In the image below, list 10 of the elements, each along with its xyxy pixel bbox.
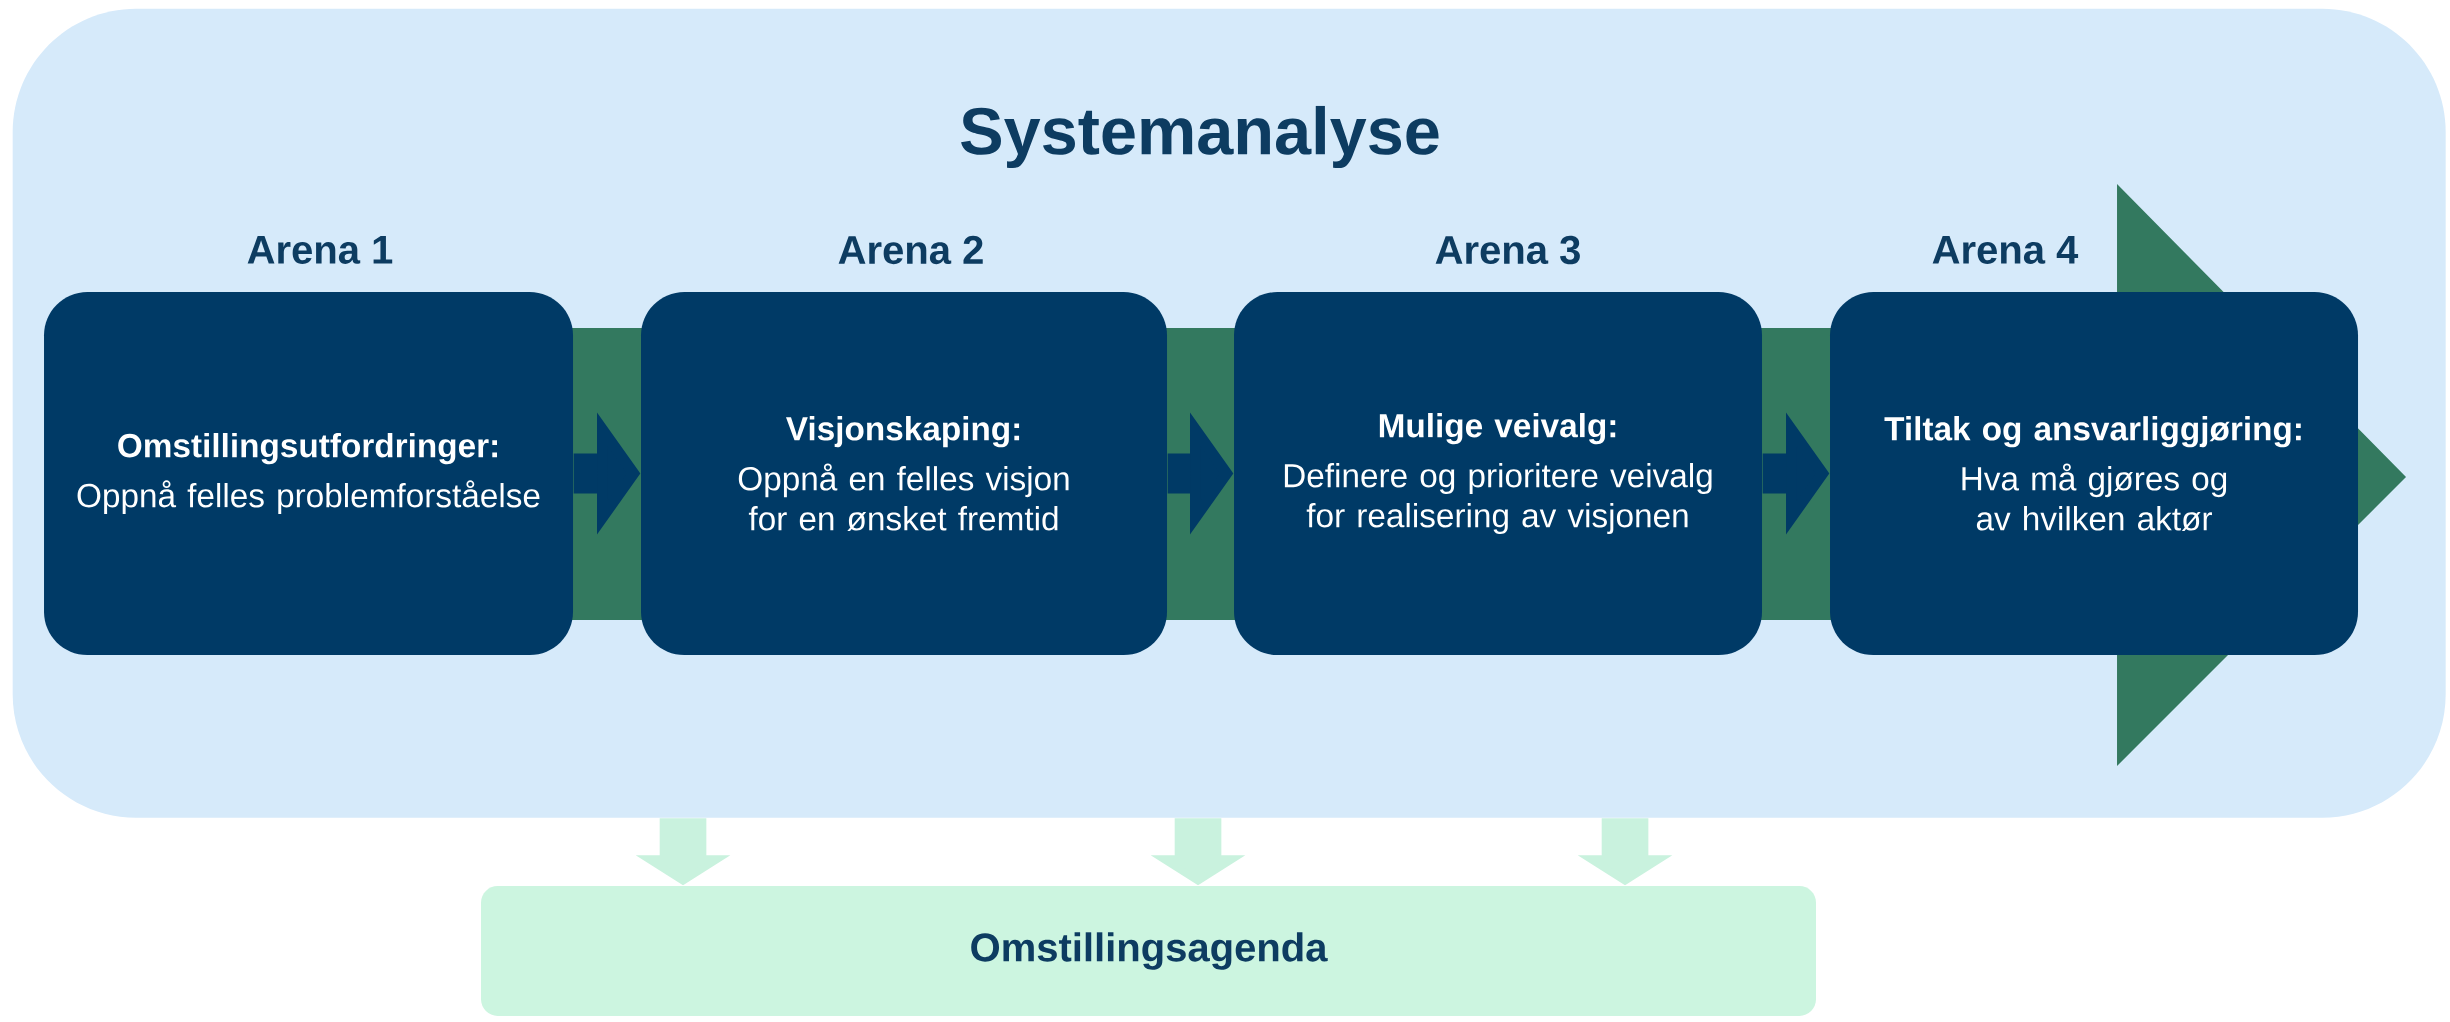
arena-label: Arena 2: [838, 235, 983, 265]
process-box: Omstillingsutfordringer: Oppnå felles problemforståelse: [44, 292, 573, 655]
arena-label: Arena 4: [1932, 236, 2079, 264]
process-box: Tiltak og ansvarliggjøring: Hva må gjøres og av hvilken aktør: [1830, 292, 2358, 655]
process-box: Visjonskaping: Oppnå en felles visjon for en ønsket fremtid: [641, 292, 1167, 655]
agenda-box: Omstillingsagenda: [481, 886, 1816, 1016]
arena-label: Arena 3: [1435, 235, 1580, 265]
process-box: Mulige veivalg: Definere og prioritere veivalg for realisering av visjonen: [1234, 292, 1762, 655]
arena-label: Arena 1: [247, 236, 393, 264]
panel-title: Systemanalyse: [961, 105, 1439, 169]
